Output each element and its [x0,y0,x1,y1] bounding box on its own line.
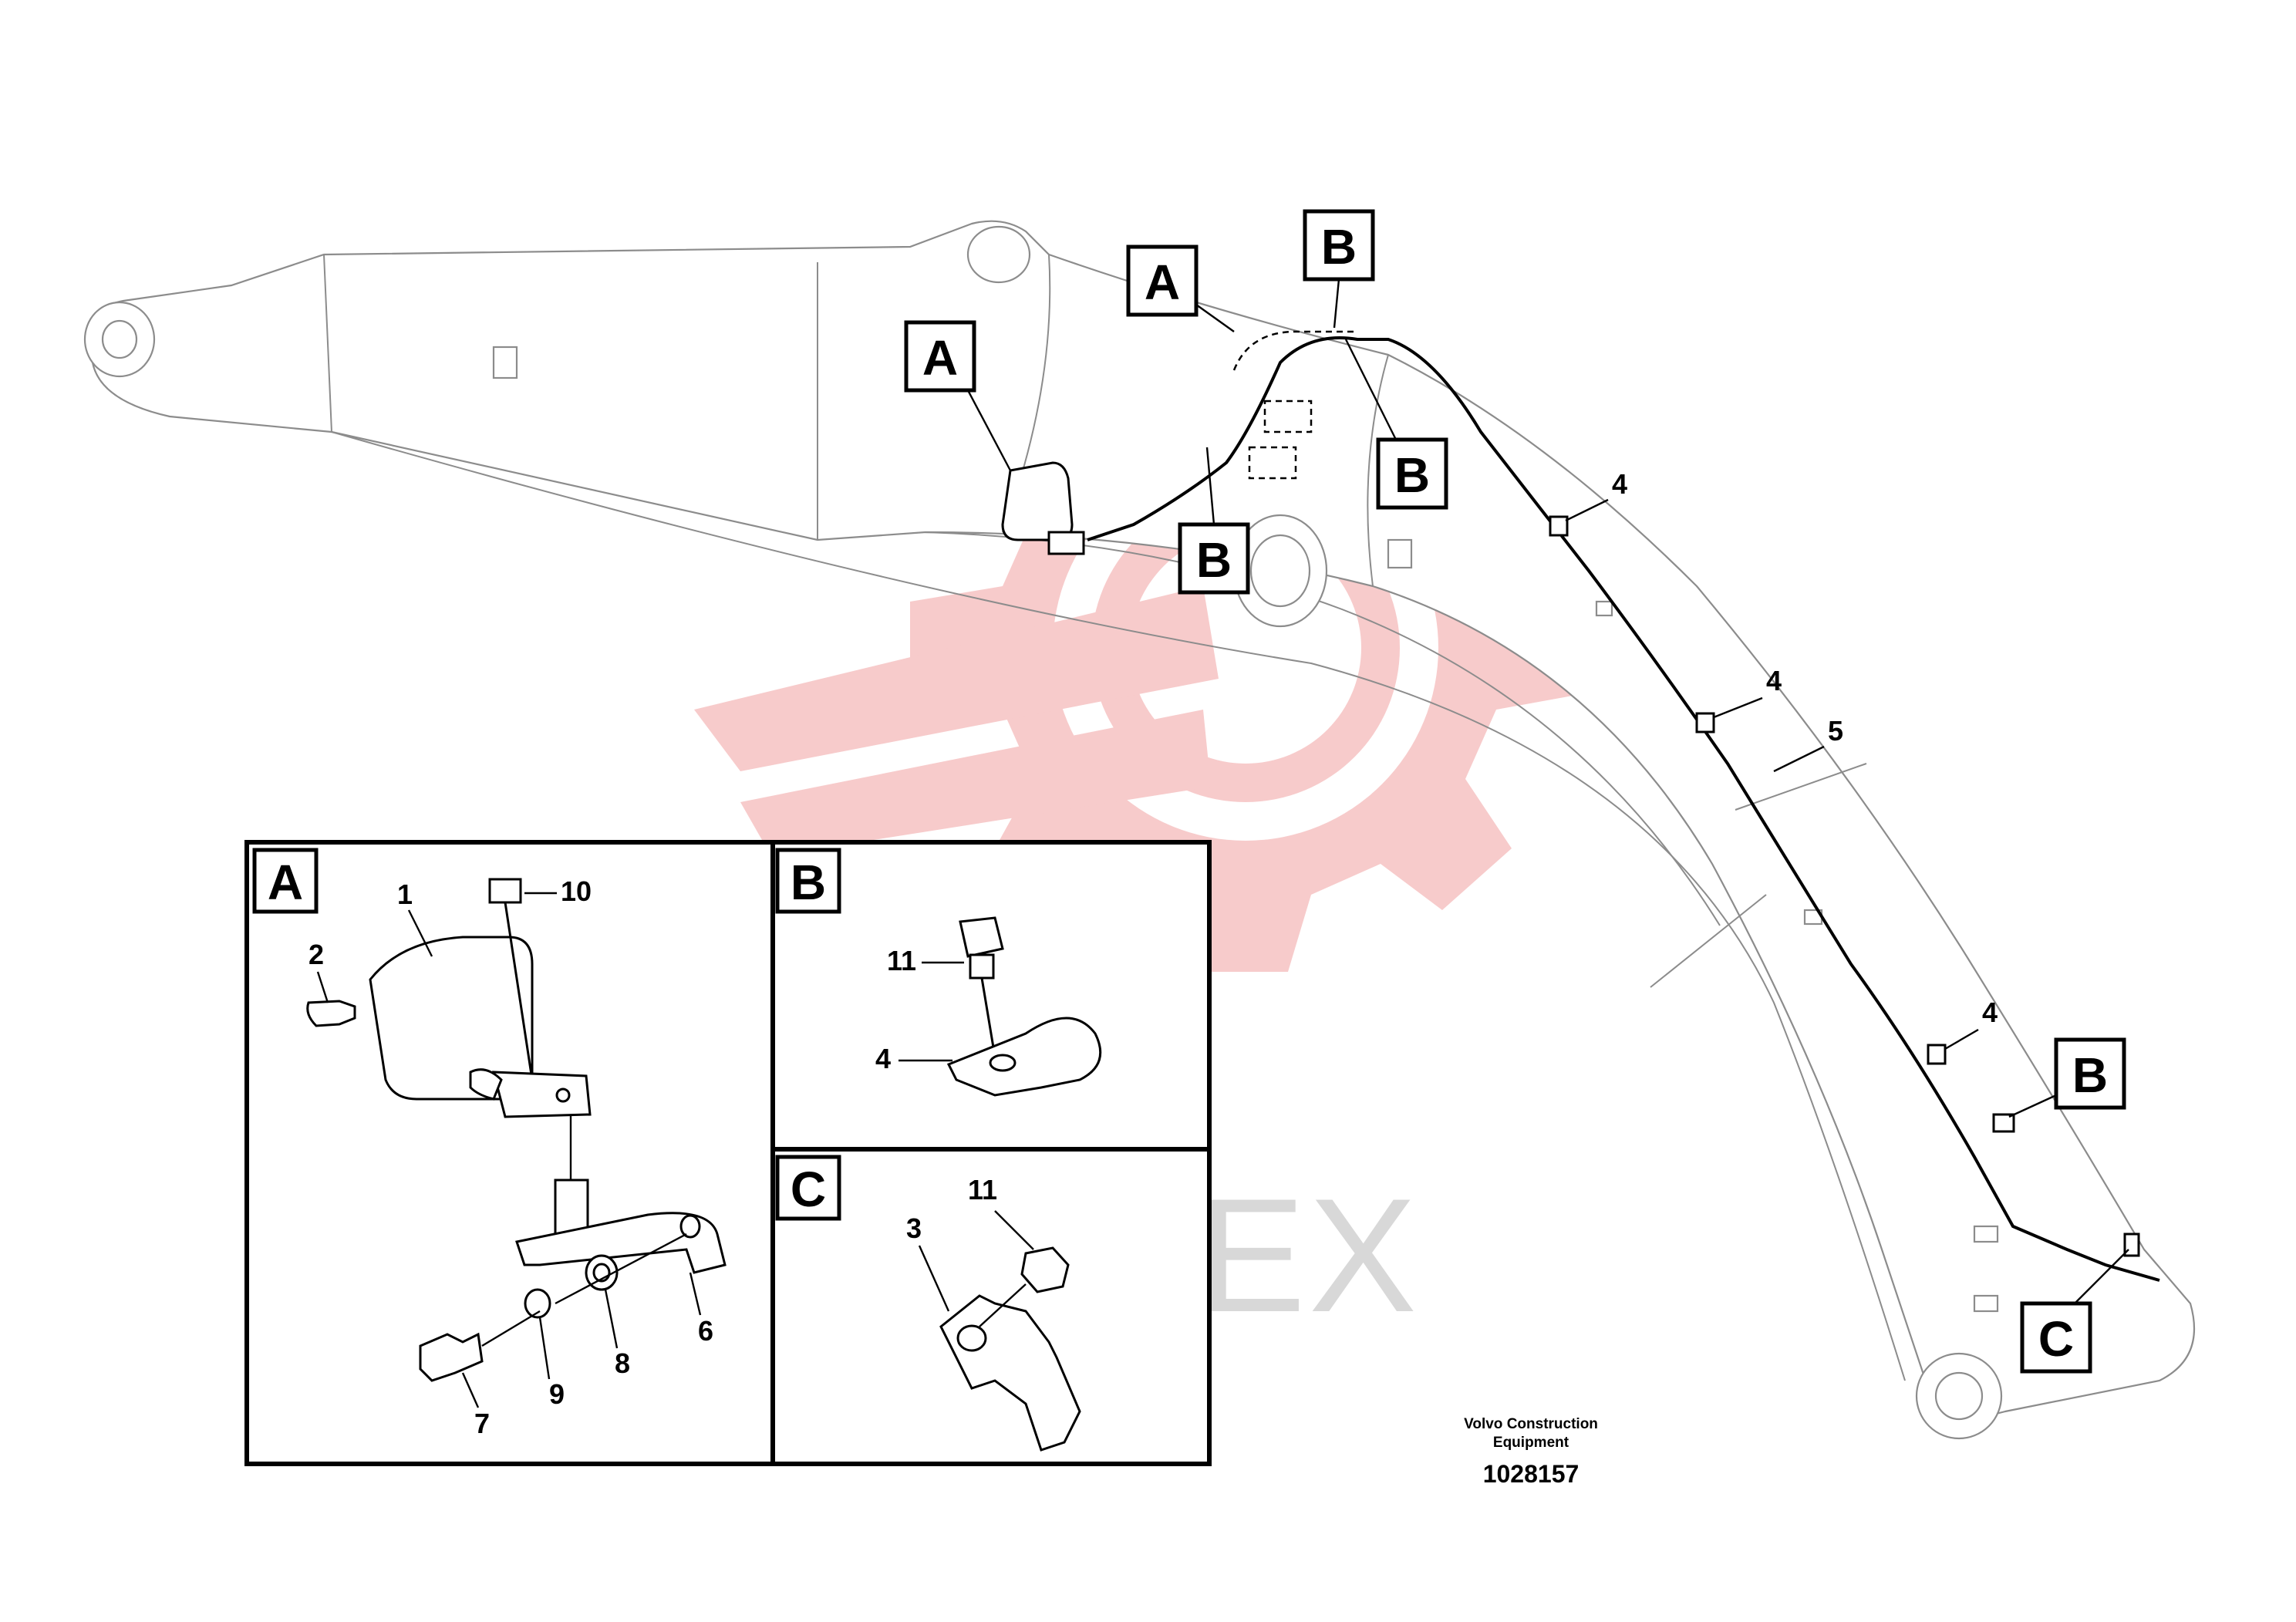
svg-text:2: 2 [308,939,324,970]
panel-a-number-2: 2 [308,939,329,1003]
svg-text:A: A [268,855,303,910]
bracket [515,1212,727,1274]
callout-c-arm-end: C [2020,1249,2129,1374]
svg-text:6: 6 [698,1315,713,1347]
part-number-4-c: 4 [1944,996,1998,1050]
svg-text:B: B [2072,1047,2108,1103]
svg-text:B: B [791,855,826,910]
panel-b-number-11: 11 [887,945,964,976]
svg-text:10: 10 [561,875,592,907]
bolt-7 [419,1332,484,1382]
svg-text:1: 1 [397,878,413,910]
svg-text:C: C [791,1162,826,1217]
svg-text:9: 9 [549,1378,565,1410]
svg-text:C: C [2038,1311,2074,1367]
panel-a-number-10: 10 [524,875,592,907]
callout-b-mid-lower: B [1178,447,1250,595]
bolt-11-c [1020,1246,1070,1293]
callout-b-mid-right: B [1344,339,1448,510]
detail-panels [244,840,1212,1466]
callout-a-lower: A [904,320,1012,471]
clamp-4 [946,1017,1102,1097]
cable-harness [1001,330,2160,1282]
svg-text:7: 7 [474,1408,490,1439]
part-number-5: 5 [1773,715,1843,773]
panel-c-number-11: 11 [968,1174,1034,1250]
panel-a-number-6: 6 [689,1272,713,1347]
svg-text:4: 4 [1612,468,1627,500]
svg-text:4: 4 [875,1043,891,1074]
work-lamp [369,936,534,1101]
part-number-4-b: 4 [1713,665,1782,719]
svg-text:B: B [1196,532,1232,588]
boom-outline [83,220,2196,1440]
callout-a-upper: A [1126,244,1235,332]
washer-9 [524,1288,551,1319]
svg-text:11: 11 [887,945,916,976]
panel-c-number-3: 3 [906,1212,950,1312]
detail-panel-b: B [775,848,1102,1097]
panel-a-number-1: 1 [397,878,433,957]
svg-text:4: 4 [1982,996,1998,1028]
svg-text:B: B [1321,219,1357,275]
callout-b-arm-end: B [2008,1037,2126,1118]
part-number-4-a: 4 [1565,468,1627,522]
credit-line-1: Volvo Construction [1464,1416,1598,1432]
svg-text:11: 11 [968,1174,997,1206]
document-number: 1028157 [1483,1460,1580,1488]
svg-text:A: A [1145,255,1180,310]
bulb [306,1000,356,1027]
detail-panel-a: A [252,848,727,1382]
svg-text:A: A [922,330,958,386]
panel-a-number-8: 8 [604,1289,630,1379]
credit-line-2: Equipment [1493,1435,1569,1451]
callout-b-top: B [1303,209,1375,329]
panel-a-number-7: 7 [461,1372,490,1439]
bolt-11-b [959,916,1004,958]
panel-b-number-4: 4 [875,1043,952,1074]
svg-text:8: 8 [615,1347,630,1379]
svg-text:B: B [1394,447,1430,503]
panel-a-number-9: 9 [538,1317,565,1410]
svg-text:5: 5 [1828,715,1843,747]
svg-text:4: 4 [1766,665,1782,696]
detail-panel-c: C [775,1155,1081,1452]
svg-text:3: 3 [906,1212,922,1244]
